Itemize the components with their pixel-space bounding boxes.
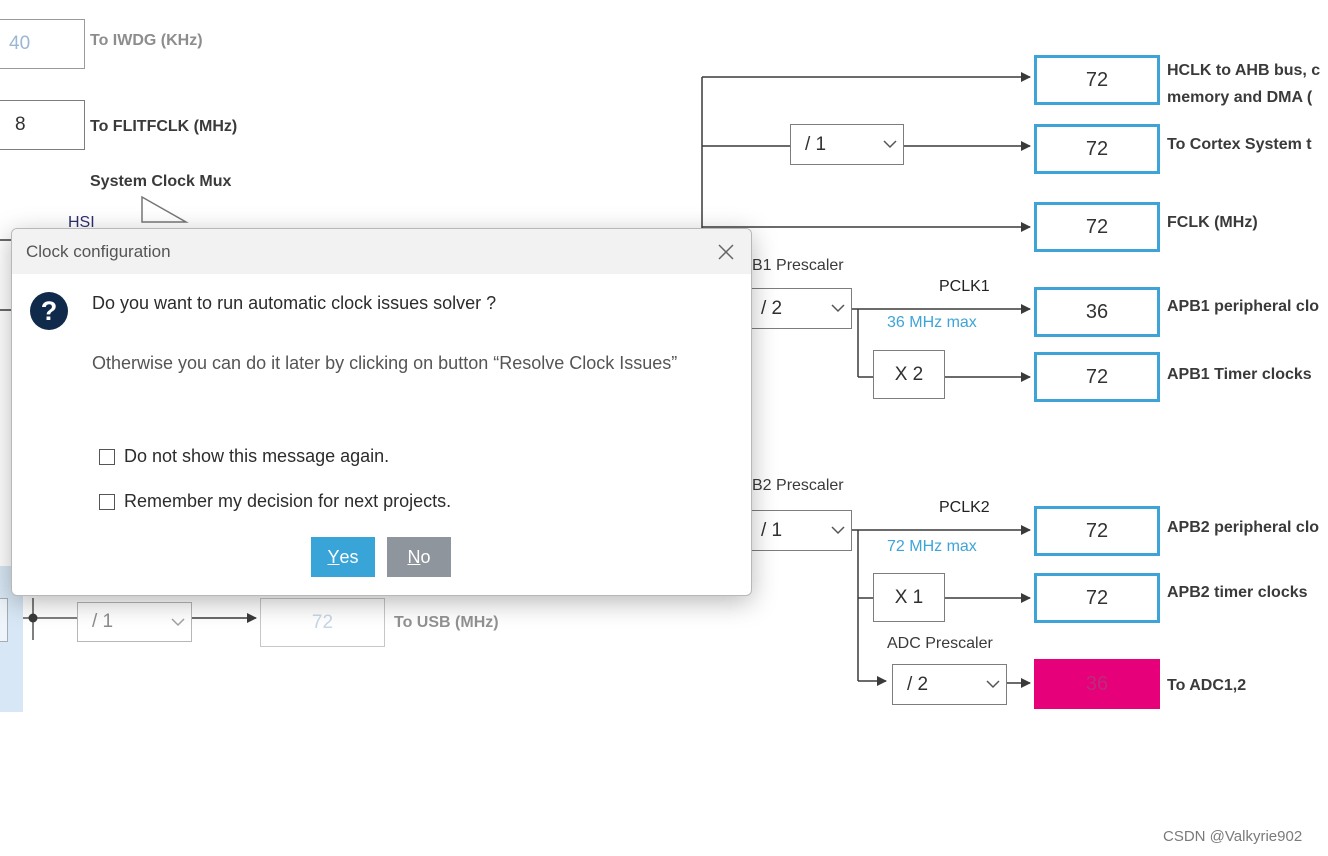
yes-mnemonic: Y [327,546,340,567]
chevron-down-icon [877,140,903,149]
apb2-periph-value[interactable]: 72 [1034,506,1160,556]
usb-label: To USB (MHz) [394,614,499,631]
usb-prescaler-value: / 1 [92,611,114,632]
flitfclk-value[interactable]: 8 [0,100,85,150]
watermark: CSDN @Valkyrie902 [1163,828,1303,845]
apb1-prescaler-value: / 2 [761,297,783,319]
adc-prescaler-select[interactable]: / 2 [892,664,1007,705]
close-icon[interactable] [715,241,737,263]
usb-source-box [0,598,8,642]
apb2-prescaler-value: / 1 [761,519,783,541]
cortex-divider-value: / 1 [805,133,827,155]
usb-prescaler-select[interactable]: / 1 [77,602,192,642]
sysclk-mux-label: System Clock Mux [90,173,232,190]
apb1-timer-multiplier: X 2 [873,350,945,399]
apb1-timer-value[interactable]: 72 [1034,352,1160,402]
chevron-down-icon [825,526,851,535]
fclk-value[interactable]: 72 [1034,202,1160,252]
clock-configuration-dialog: Clock configuration ? Do you want to run… [11,228,752,596]
hsi-label: HSI [68,214,95,231]
apb2-prescaler-label: B2 Prescaler [752,477,844,494]
pclk2-max-label: 72 MHz max [887,538,977,555]
adc-value-error[interactable]: 36 [1034,659,1160,709]
dialog-question: Do you want to run automatic clock issue… [92,293,497,313]
apb1-prescaler-select[interactable]: / 2 [746,288,852,329]
no-mnemonic: N [407,546,421,567]
pclk2-label: PCLK2 [939,499,990,516]
chevron-down-icon [980,680,1006,689]
no-label-rest: o [420,546,431,567]
flitfclk-label: To FLITFCLK (MHz) [90,118,238,135]
hclk-label-line1: HCLK to AHB bus, c [1167,62,1321,79]
apb1-prescaler-label: B1 Prescaler [752,257,844,274]
adc-prescaler-value: / 2 [907,673,929,695]
dialog-title: Clock configuration [26,241,171,261]
adc-prescaler-label: ADC Prescaler [887,635,993,652]
hclk-label-line2: memory and DMA ( [1167,89,1313,106]
apb2-timer-value[interactable]: 72 [1034,573,1160,623]
apb2-timer-multiplier: X 1 [873,573,945,622]
chevron-down-icon [165,617,191,627]
hclk-value[interactable]: 72 [1034,55,1160,105]
cortex-label: To Cortex System t [1167,136,1312,153]
cortex-divider-select[interactable]: / 1 [790,124,904,165]
yes-label-rest: es [339,546,359,567]
apb2-periph-label: APB2 peripheral clo [1167,519,1320,536]
do-not-show-checkbox-row[interactable]: Do not show this message again. [99,446,389,467]
iwdg-value[interactable]: 40 [0,19,85,69]
apb2-timer-label: APB2 timer clocks [1167,584,1308,601]
pclk1-label: PCLK1 [939,278,990,295]
remember-decision-checkbox-row[interactable]: Remember my decision for next projects. [99,491,451,512]
usb-value[interactable]: 72 [260,598,385,647]
remember-decision-label: Remember my decision for next projects. [124,491,452,511]
dialog-title-bar: Clock configuration [12,229,751,274]
apb1-periph-label: APB1 peripheral clo [1167,298,1320,315]
remember-decision-checkbox[interactable] [99,493,115,510]
iwdg-label: To IWDG (KHz) [90,32,203,49]
do-not-show-label: Do not show this message again. [124,446,390,466]
apb2-prescaler-select[interactable]: / 1 [746,510,852,551]
do-not-show-checkbox[interactable] [99,448,115,465]
apb1-timer-label: APB1 Timer clocks [1167,366,1312,383]
dialog-hint: Otherwise you can do it later by clickin… [92,353,678,373]
fclk-label: FCLK (MHz) [1167,214,1258,231]
chevron-down-icon [825,304,851,313]
question-icon: ? [30,292,68,330]
apb1-periph-value[interactable]: 36 [1034,287,1160,337]
cortex-value[interactable]: 72 [1034,124,1160,174]
adc-label: To ADC1,2 [1167,677,1247,694]
pclk1-max-label: 36 MHz max [887,314,977,331]
